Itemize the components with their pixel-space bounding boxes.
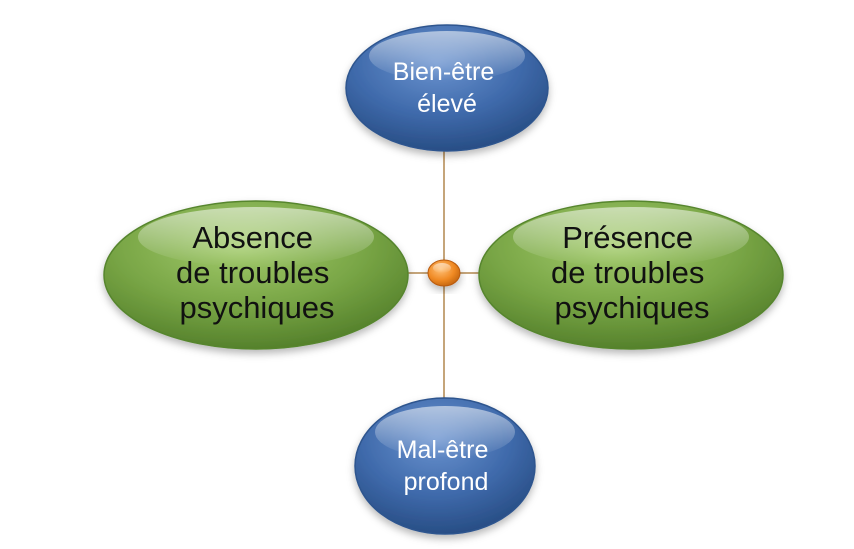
node-top-line-2: élevé — [417, 90, 477, 118]
node-left-absence: Absence de troubles psychiques — [103, 200, 409, 350]
center-hub — [427, 259, 461, 287]
node-left-line-3: psychiques — [179, 290, 334, 325]
node-right-label: Présence de troubles psychiques — [551, 220, 713, 325]
connectors — [408, 150, 482, 400]
node-bottom-line-1: Mal-être — [397, 436, 489, 464]
node-right-presence: Présence de troubles psychiques — [478, 200, 784, 350]
node-top-label: Bien-être élevé — [393, 58, 501, 118]
node-left-line-1: Absence — [192, 220, 313, 255]
node-right-line-2: de troubles — [551, 255, 704, 290]
node-top-bien-etre: Bien-être élevé — [345, 24, 549, 152]
node-right-line-3: psychiques — [554, 290, 709, 325]
node-left-label: Absence de troubles psychiques — [176, 220, 338, 325]
node-top-line-1: Bien-être — [393, 58, 494, 86]
node-left-line-2: de troubles — [176, 255, 329, 290]
node-bottom-mal-etre: Mal-être profond — [354, 397, 536, 535]
node-bottom-label: Mal-être profond — [397, 436, 496, 496]
node-bottom-line-2: profond — [404, 468, 489, 496]
node-right-line-1: Présence — [562, 220, 693, 255]
